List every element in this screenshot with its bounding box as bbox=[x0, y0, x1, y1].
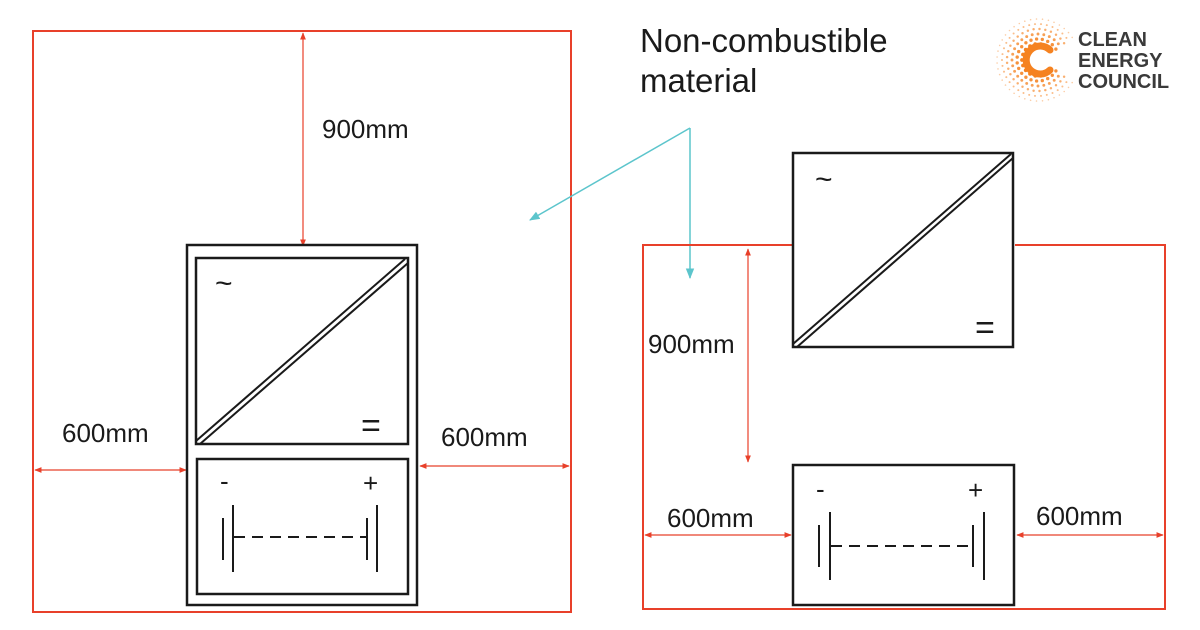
right-inverter-dc-symbol: = bbox=[975, 309, 995, 347]
right-right-clearance-label: 600mm bbox=[1036, 501, 1123, 531]
logo-text-line1: CLEAN bbox=[1078, 29, 1147, 51]
right-battery-symbol bbox=[818, 512, 985, 580]
right-clearance-boundary bbox=[642, 244, 1166, 610]
left-battery: - + bbox=[195, 457, 410, 596]
callout-pointer-left bbox=[529, 127, 691, 221]
left-right-clearance-label: 600mm bbox=[441, 422, 528, 452]
left-setup: 900mm 600mm 600mm ~ = - + bbox=[32, 30, 572, 613]
right-setup: ~ = 900mm 600mm 600mm - + bbox=[642, 151, 1166, 610]
callout-text-line2: material bbox=[640, 62, 757, 99]
left-inverter-ac-symbol: ~ bbox=[215, 267, 233, 300]
left-inverter-dc-symbol: = bbox=[361, 407, 381, 445]
left-left-clearance-label: 600mm bbox=[62, 418, 149, 448]
callout-text-line1: Non-combustible bbox=[640, 22, 888, 59]
left-inverter: ~ = bbox=[194, 256, 410, 446]
clean-energy-council-logo: CLEAN ENERGY COUNCIL bbox=[996, 18, 1169, 102]
right-vertical-clearance-label: 900mm bbox=[648, 329, 735, 359]
right-battery: - + bbox=[791, 463, 1016, 607]
left-clearance-boundary bbox=[32, 30, 572, 613]
non-combustible-callout: Non-combustible material bbox=[529, 22, 888, 280]
left-top-clearance-label: 900mm bbox=[322, 114, 409, 144]
right-inverter: ~ = bbox=[791, 151, 1015, 349]
left-battery-negative-label: - bbox=[220, 466, 229, 496]
right-left-clearance-label: 600mm bbox=[667, 503, 754, 533]
logo-text-line2: ENERGY bbox=[1078, 50, 1163, 72]
right-battery-negative-label: - bbox=[816, 474, 825, 504]
left-battery-positive-label: + bbox=[363, 468, 378, 498]
logo-text-line3: COUNCIL bbox=[1078, 71, 1169, 93]
left-battery-symbol bbox=[222, 505, 378, 572]
logo-c-mark bbox=[1022, 42, 1054, 78]
right-battery-positive-label: + bbox=[968, 475, 983, 505]
right-inverter-ac-symbol: ~ bbox=[815, 163, 833, 196]
logo-dot-ring-icon bbox=[996, 18, 1073, 102]
